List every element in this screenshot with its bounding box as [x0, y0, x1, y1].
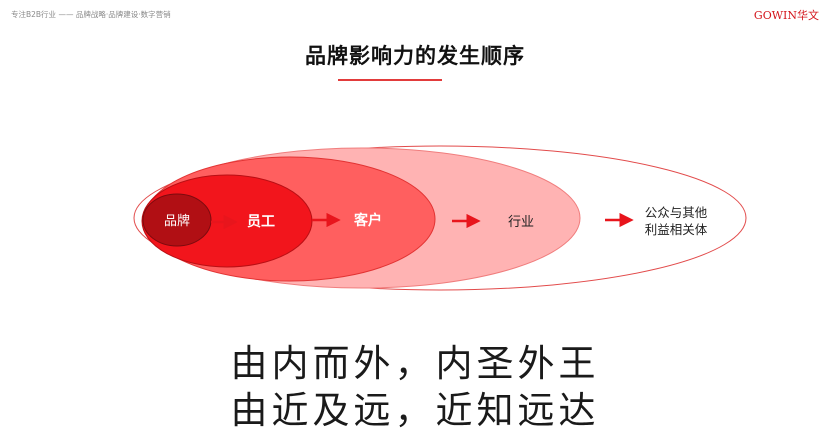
label-employee: 员工 [247, 214, 275, 230]
page-title: 品牌影响力的发生顺序 [305, 44, 525, 68]
label-public-line1: 公众与其他 [645, 205, 708, 220]
brand-core-ellipse [142, 193, 212, 247]
title-underline [338, 79, 442, 81]
header-tagline: 专注B2B行业 —— 品牌战略·品牌建设·数字营销 [11, 10, 171, 19]
motto-line-2: 由近及远，近知远达 [230, 389, 600, 432]
label-public-line2: 利益相关体 [645, 222, 708, 237]
label-customer: 客户 [353, 212, 382, 229]
label-industry: 行业 [508, 215, 534, 230]
motto-line-1: 由内而外，内圣外王 [230, 342, 600, 385]
brand-logo: GOWIN华文 [753, 9, 819, 22]
label-brand: 品牌 [164, 213, 190, 229]
